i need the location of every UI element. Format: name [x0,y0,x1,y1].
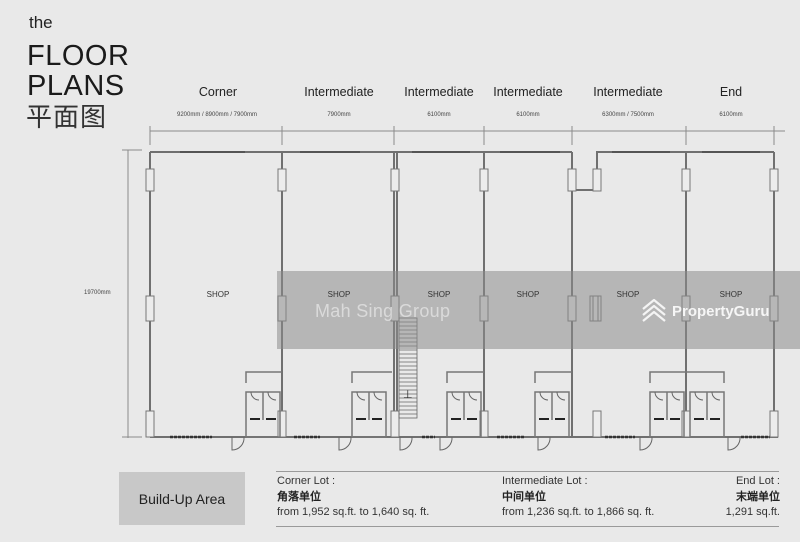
svg-text:⊥: ⊥ [403,388,413,401]
unit-type-intermediate-3: Intermediate [493,85,563,99]
lot-intermediate-name: Intermediate Lot : [502,475,588,487]
title-chinese: 平面图 [26,102,108,132]
room-label-end: SHOP [719,290,743,299]
room-label-intermediate-3: SHOP [516,290,540,299]
lot-end-area: 1,291 sq.ft. [725,506,780,518]
unit-type-intermediate-2: Intermediate [404,85,474,99]
depth-dimension: 19700mm [84,290,111,296]
divider-bottom [276,526,779,527]
lot-end: End Lot : 末端单位 1,291 sq.ft. [726,474,780,521]
room-label-intermediate-1: SHOP [327,290,351,299]
build-up-area-label: Build-Up Area [119,472,245,525]
lot-corner-chinese: 角落单位 [277,490,321,503]
dimension-intermediate-3: 6100mm [516,112,540,118]
watermark-band [277,271,800,349]
watermark-developer: Mah Sing Group [315,301,451,321]
room-label-intermediate-2: SHOP [427,290,451,299]
watermark-portal: PropertyGuru [640,297,770,325]
lot-end-name: End Lot : [735,475,780,487]
dimension-intermediate-1: 7900mm [327,112,351,118]
dimension-corner: 9200mm / 8900mm / 7900mm [176,112,258,118]
propertyguru-logo-icon [642,298,666,322]
watermark-portal-text: PropertyGuru [672,302,770,320]
lot-corner-name: Corner Lot : [277,475,336,487]
dimension-intermediate-4: 6300mm / 7500mm [602,112,654,118]
unit-type-intermediate-1: Intermediate [304,85,374,99]
lot-intermediate-area: from 1,236 sq.ft. to 1,866 sq. ft. [502,506,655,518]
title-floor: FLOOR [27,40,130,72]
dimension-intermediate-2: 6100mm [427,112,451,118]
room-label-corner: SHOP [206,290,230,299]
lot-intermediate: Intermediate Lot : 中间单位 from 1,236 sq.ft… [502,474,654,521]
dimension-end: 6100mm [719,112,743,118]
unit-type-end: End [719,85,743,99]
lot-corner: Corner Lot : 角落单位 from 1,952 sq.ft. to 1… [277,474,429,521]
unit-type-corner: Corner [198,85,238,99]
unit-type-intermediate-4: Intermediate [593,85,663,99]
room-label-intermediate-4: SHOP [616,290,640,299]
title-plans: PLANS [27,70,125,102]
lot-intermediate-chinese: 中间单位 [502,490,546,503]
divider-top [276,471,779,472]
lot-corner-area: from 1,952 sq.ft. to 1,640 sq. ft. [277,506,430,518]
lot-end-chinese: 末端单位 [736,490,780,503]
title-prefix: the [29,13,53,32]
